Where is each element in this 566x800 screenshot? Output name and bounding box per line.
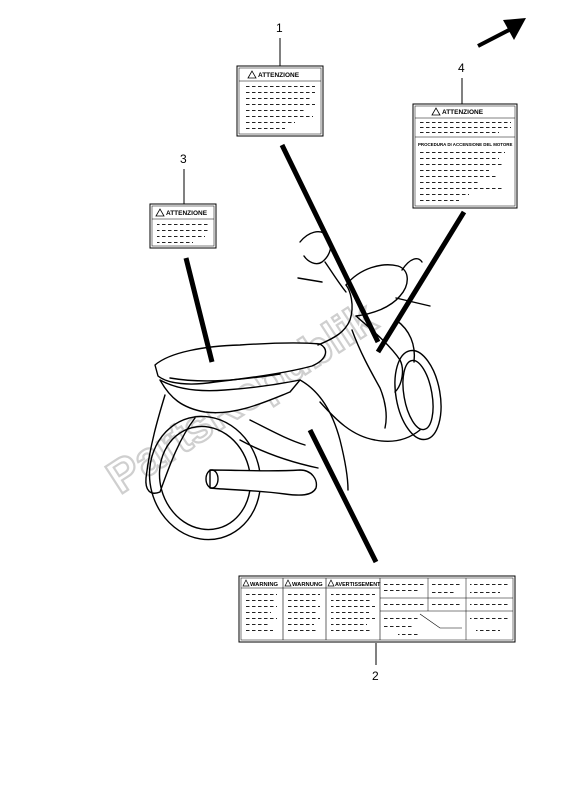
label-4-title: ATTENZIONE	[442, 109, 484, 116]
warning-triangle-icon	[155, 208, 165, 217]
label-2-heading-3: AVERTISSEMENT	[335, 582, 381, 588]
callout-number-4: 4	[458, 61, 465, 75]
warning-triangle-icon	[242, 579, 250, 587]
warning-triangle-icon	[284, 579, 292, 587]
callout-3: 3	[180, 152, 187, 204]
callout-number-1: 1	[276, 21, 283, 35]
callout-2: 2	[372, 643, 379, 683]
warning-label-4: ATTENZIONE PROCEDURA DI ACCENSIONE DEL M…	[412, 103, 518, 209]
warning-triangle-icon	[327, 579, 335, 587]
callout-4: 4	[458, 61, 465, 104]
warning-triangle-icon	[247, 70, 257, 79]
leader-lines	[183, 143, 467, 564]
label-4-subtitle: PROCEDURA DI ACCENSIONE DEL MOTORE	[418, 142, 512, 147]
callout-number-2: 2	[372, 669, 379, 683]
arrow-up-right-icon	[477, 18, 526, 48]
warning-triangle-icon	[431, 107, 441, 116]
callout-1: 1	[276, 21, 283, 66]
motorcycle-drawing	[145, 231, 442, 541]
label-1-title: ATTENZIONE	[258, 72, 300, 79]
warning-label-1: ATTENZIONE	[236, 65, 324, 137]
callout-number-3: 3	[180, 152, 187, 166]
label-3-title: ATTENZIONE	[166, 210, 208, 217]
label-2-heading-1: WARNING	[250, 582, 279, 588]
warning-label-2: WARNING WARNUNG AVERTISSEMENT	[238, 575, 516, 643]
label-2-heading-2: WARNUNG	[292, 582, 323, 588]
warning-label-3: ATTENZIONE	[149, 203, 217, 249]
